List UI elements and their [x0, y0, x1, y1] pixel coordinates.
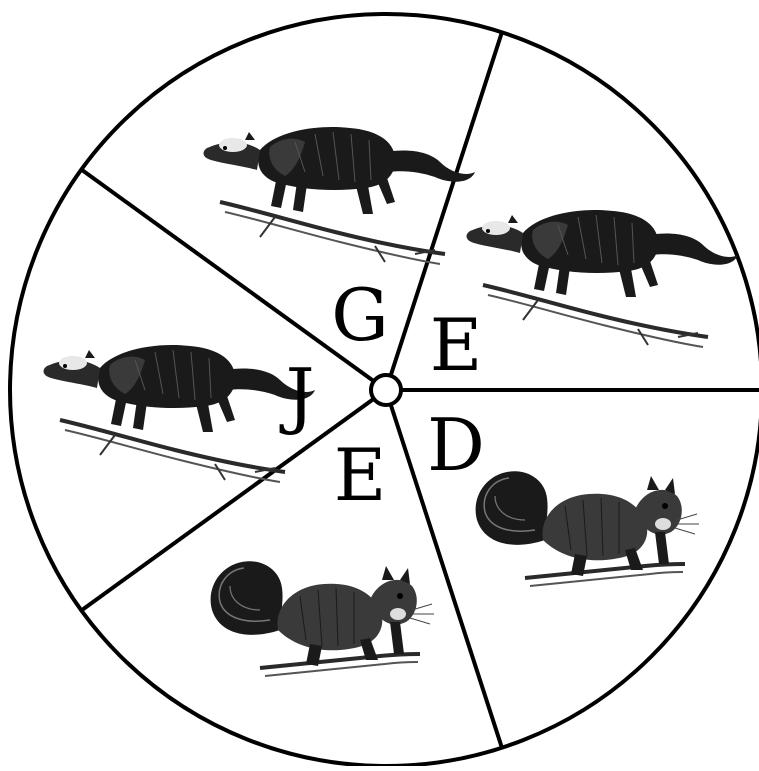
sector-letter-e-upper: E [430, 303, 483, 387]
sector-letter-g: G [331, 273, 389, 357]
sector-letter-e-lower: E [334, 433, 387, 517]
sector-letter-d: D [427, 403, 485, 487]
spinner-hub [371, 375, 401, 405]
